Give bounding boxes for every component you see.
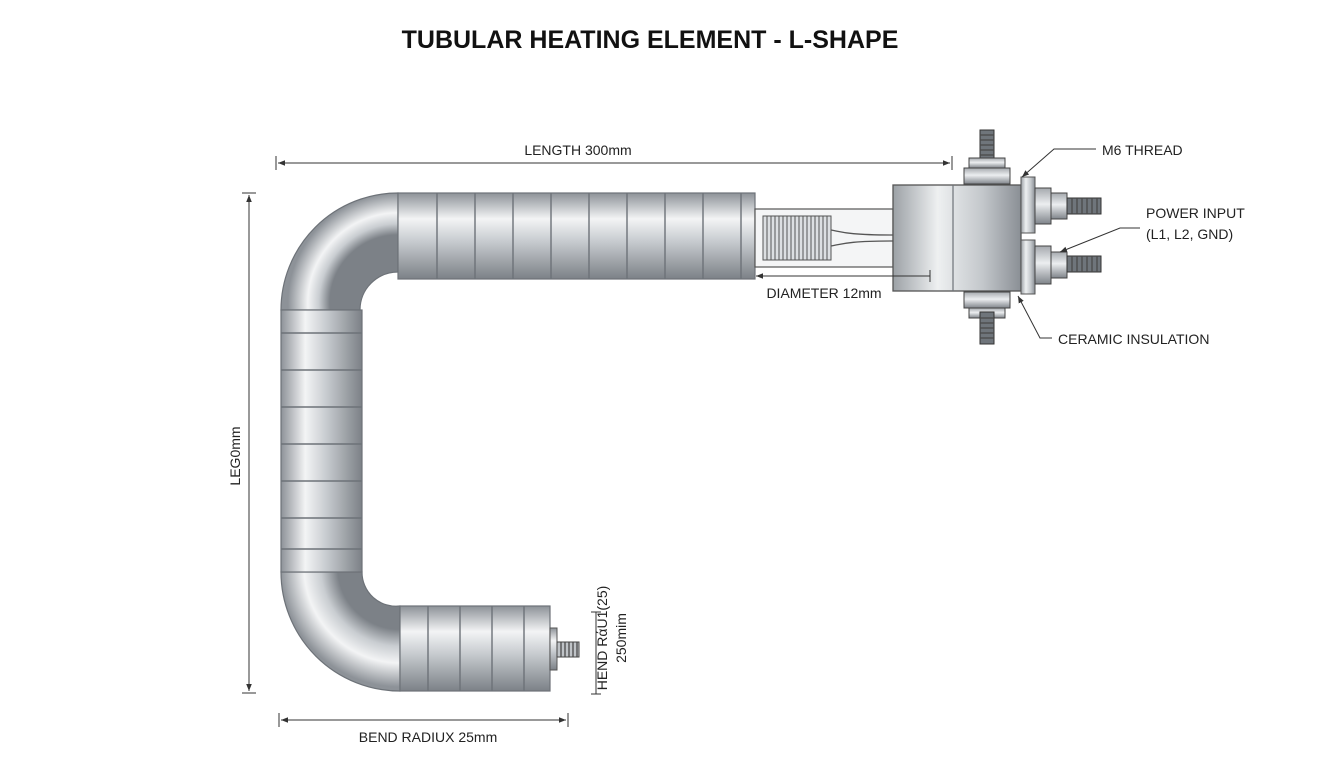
ceramic-insulation-callout: CERAMIC INSULATION (1017, 295, 1209, 347)
bend-radius-label: BEND RADIUX 25mm (359, 729, 497, 745)
bottom-bend (280, 571, 401, 692)
length-dimension: LENGTH 300mm (275, 142, 953, 170)
tube-assembly (280, 192, 894, 692)
power-input-label-line2: (L1, L2, GND) (1146, 226, 1233, 242)
bend-radius-dimension: BEND RADIUX 25mm (278, 713, 569, 745)
diameter-dimension: DIAMETER 12mm (756, 270, 931, 301)
m6-thread-callout: M6 THREAD (1021, 142, 1183, 178)
top-horizontal-tube (397, 192, 756, 280)
ceramic-block (892, 184, 1022, 292)
top-stud (963, 129, 1011, 185)
bottom-stud (963, 291, 1011, 345)
vertical-leg-bands (281, 332, 362, 550)
length-label: LENGTH 300mm (524, 142, 631, 158)
end-stud (556, 641, 580, 658)
top-tube-bands (436, 193, 742, 279)
end-radius-label-line2: 250mim (613, 613, 629, 663)
leg-label: LEG0mm (227, 426, 243, 485)
bottom-horizontal-tube (399, 605, 551, 692)
top-bend (280, 192, 399, 311)
vertical-leg (280, 309, 363, 573)
ceramic-insulation-label: CERAMIC INSULATION (1058, 331, 1209, 347)
leg-dimension: LEG0mm (227, 192, 256, 694)
power-input-label-line1: POWER INPUT (1146, 205, 1245, 221)
m6-thread-label: M6 THREAD (1102, 142, 1183, 158)
terminal-head (892, 129, 1102, 345)
power-terminal-1 (1020, 176, 1102, 234)
end-cap (549, 627, 558, 671)
diagram-title: TUBULAR HEATING ELEMENT - L-SHAPE (402, 26, 899, 54)
bottom-tube-bands (427, 606, 525, 691)
heating-coil (762, 215, 894, 261)
power-input-callout: POWER INPUT (L1, L2, GND) (1059, 205, 1245, 253)
power-terminal-2 (1020, 239, 1102, 295)
diameter-label: DIAMETER 12mm (766, 285, 881, 301)
end-radius-label-line1: HEND RάU1(25) (594, 586, 610, 691)
end-radius-dimension: HEND RάU1(25) 250mim (591, 586, 629, 695)
